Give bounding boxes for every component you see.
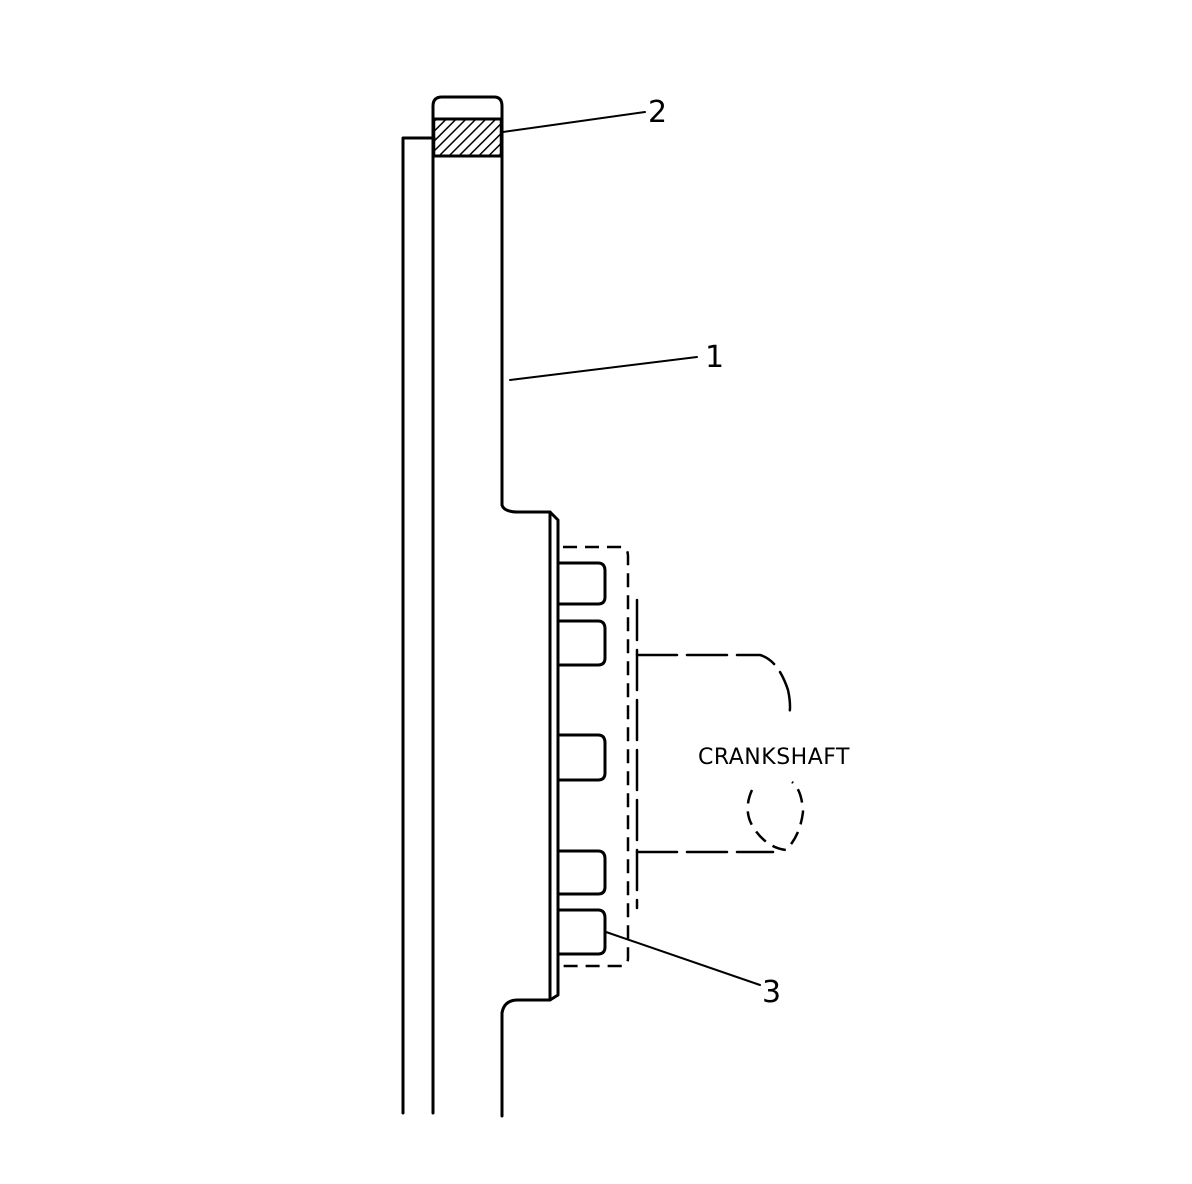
- bolt: [557, 561, 607, 606]
- mounting-bolts: [557, 561, 607, 956]
- flywheel-plate: [401, 136, 560, 1118]
- leader-lines: [502, 111, 761, 986]
- crankshaft-phantom: [563, 545, 805, 968]
- bolt: [557, 733, 607, 782]
- callout-2: 2: [648, 95, 667, 130]
- crankshaft-label: CRANKSHAFT: [698, 745, 850, 770]
- callout-1: 1: [705, 340, 724, 375]
- callout-3: 3: [762, 975, 781, 1010]
- bolt: [557, 849, 607, 896]
- bolt: [557, 908, 607, 956]
- ring-gear: [431, 95, 504, 160]
- bolt: [557, 619, 607, 667]
